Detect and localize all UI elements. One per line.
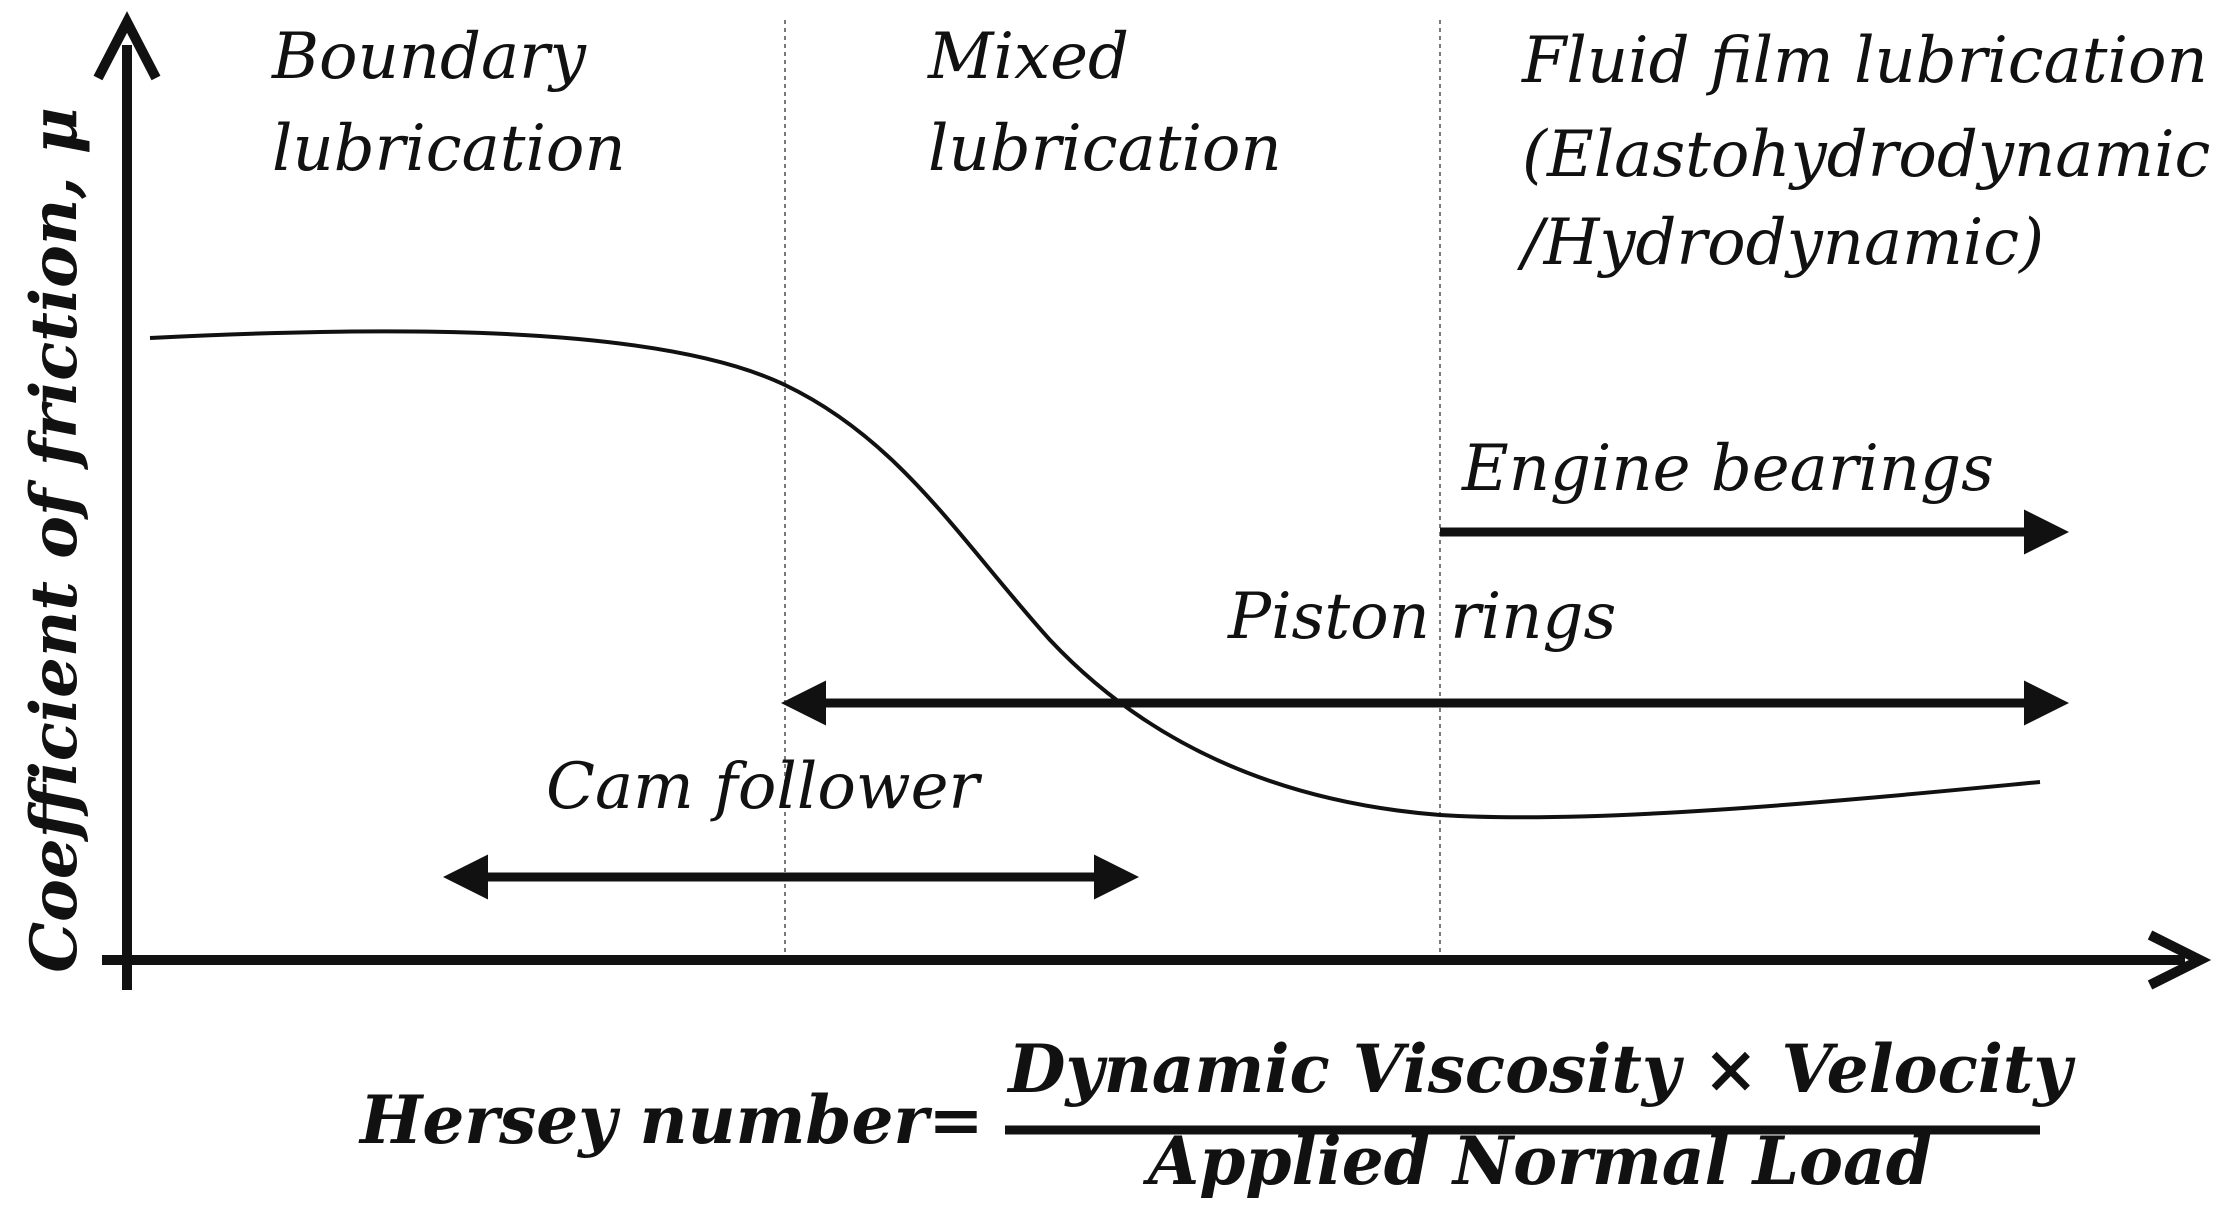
y-axis — [93, 11, 161, 990]
formula-numerator: Dynamic Viscosity × Velocity — [1006, 1030, 2076, 1108]
range-cam-follower: Cam follower — [443, 750, 1139, 900]
region-label-fluid-line1: Fluid film lubrication — [1521, 24, 2208, 98]
hersey-formula: Hersey number= Dynamic Viscosity × Veloc… — [358, 1030, 2076, 1200]
region-label-boundary-line2: lubrication — [272, 112, 626, 186]
region-label-fluid: Fluid film lubrication (Elastohydrodynam… — [1516, 24, 2210, 280]
region-label-fluid-line2: (Elastohydrodynamic — [1522, 118, 2210, 192]
range-engine-bearings: Engine bearings — [1440, 432, 2069, 555]
region-label-fluid-line3: /Hydrodynamic) — [1516, 206, 2044, 280]
formula-denominator: Applied Normal Load — [1142, 1122, 1932, 1200]
range-piston-rings: Piston rings — [781, 580, 2069, 726]
y-axis-title: Coefficient of friction, μ — [17, 107, 92, 973]
range-label-cam-follower: Cam follower — [546, 750, 983, 824]
formula-lhs: Hersey number= — [358, 1081, 984, 1159]
region-label-boundary: Boundary lubrication — [271, 20, 626, 186]
region-label-mixed-line1: Mixed — [927, 20, 1129, 94]
region-label-mixed-line2: lubrication — [928, 112, 1282, 186]
region-label-mixed: Mixed lubrication — [927, 20, 1282, 186]
range-label-engine-bearings: Engine bearings — [1461, 432, 1994, 506]
range-label-piston-rings: Piston rings — [1227, 580, 1616, 654]
friction-curve — [149, 329, 2041, 820]
x-axis — [102, 930, 2212, 990]
region-label-boundary-line1: Boundary — [271, 20, 587, 94]
